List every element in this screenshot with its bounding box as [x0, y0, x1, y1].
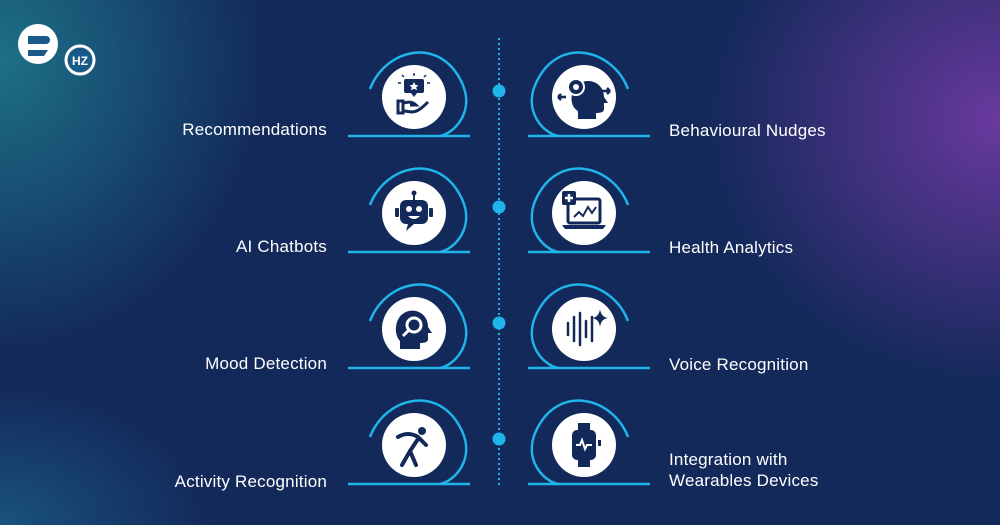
- timeline-dot: [492, 432, 506, 446]
- svg-text:HZ: HZ: [72, 54, 88, 68]
- left-arc: [368, 167, 468, 254]
- right-arc: [530, 51, 630, 138]
- right-arc: [530, 399, 630, 486]
- timeline-dot: [492, 316, 506, 330]
- left-arc: [368, 51, 468, 138]
- logo: HZ: [16, 20, 98, 81]
- node-circle: [552, 297, 616, 361]
- label-behavioural-nudges: Behavioural Nudges: [669, 121, 826, 140]
- right-arc: [530, 167, 630, 254]
- laptop-health-icon: [562, 191, 606, 229]
- left-arc: [368, 399, 468, 486]
- right-arc: [530, 283, 630, 370]
- head-gear-icon: [557, 78, 611, 119]
- left-arc: [368, 283, 468, 370]
- voice-wave-icon: [566, 309, 608, 347]
- label-activity-recognition: Activity Recognition: [174, 472, 327, 491]
- timeline-dot: [492, 200, 506, 214]
- label-recommendations: Recommendations: [182, 120, 327, 139]
- label-voice-recognition: Voice Recognition: [669, 355, 809, 374]
- head-search-icon: [395, 310, 432, 349]
- hand-star-icon: [396, 73, 430, 115]
- person-stretch-icon: [396, 427, 428, 467]
- smartwatch-icon: [572, 423, 601, 467]
- robot-chat-icon: [395, 190, 433, 231]
- label-mood-detection: Mood Detection: [205, 354, 327, 373]
- label-health-analytics: Health Analytics: [669, 238, 794, 257]
- timeline-dot: [492, 84, 506, 98]
- label-ai-chatbots: AI Chatbots: [235, 237, 327, 256]
